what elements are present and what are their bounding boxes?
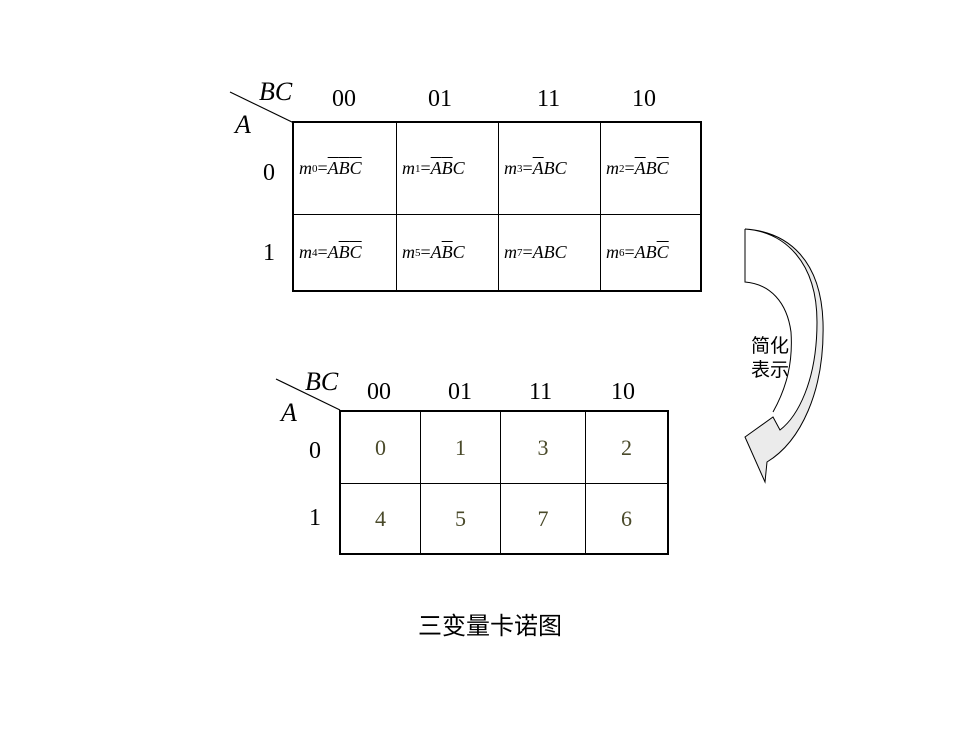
literal-C-complement: C bbox=[656, 158, 669, 178]
literal-A-complement: A bbox=[327, 158, 339, 178]
index-cell-6: 6 bbox=[621, 505, 632, 531]
literal-B-complement: B bbox=[338, 242, 350, 262]
index-cell-3: 3 bbox=[501, 412, 586, 484]
literal-A: A bbox=[634, 242, 646, 262]
bottom-map-corner-diagonal bbox=[275, 378, 341, 411]
minterm-symbol: m bbox=[299, 158, 312, 178]
arrow-label-line1: 简化 bbox=[751, 335, 790, 357]
bottom-col-header-11: 11 bbox=[529, 379, 553, 405]
index-cell-1: 1 bbox=[421, 412, 501, 484]
minterm-equals: = bbox=[317, 242, 328, 262]
minterm-index: 3 bbox=[517, 162, 523, 175]
top-map-col-var: BC bbox=[259, 77, 293, 106]
literal-C: C bbox=[452, 158, 465, 178]
bottom-col-header-00: 00 bbox=[367, 379, 391, 405]
curved-arrow-icon bbox=[744, 228, 824, 484]
minterm-equals: = bbox=[624, 242, 635, 262]
literal-A-complement: A bbox=[532, 158, 544, 178]
arrow-label: 简化 表示 bbox=[751, 334, 789, 382]
minterm-equals: = bbox=[522, 158, 533, 178]
literal-B-complement: B bbox=[338, 158, 350, 178]
literal-B: B bbox=[543, 158, 555, 178]
top-map-row-var: A bbox=[235, 110, 251, 139]
literal-C-complement: C bbox=[349, 158, 362, 178]
minterm-equals: = bbox=[624, 158, 635, 178]
minterm-symbol: m bbox=[504, 242, 517, 262]
literal-C: C bbox=[554, 242, 567, 262]
top-map-corner-diagonal bbox=[229, 91, 295, 124]
literal-A-complement: A bbox=[634, 158, 646, 178]
index-cell-5: 5 bbox=[421, 484, 501, 553]
minterm-index: 4 bbox=[312, 246, 318, 259]
minterm-symbol: m bbox=[606, 158, 619, 178]
literal-C: C bbox=[452, 242, 465, 262]
literal-A-complement: A bbox=[430, 158, 442, 178]
literal-C-complement: C bbox=[656, 242, 669, 262]
index-cell-7: 7 bbox=[501, 484, 586, 553]
minterm-index: 1 bbox=[415, 162, 421, 175]
minterm-symbol: m bbox=[504, 158, 517, 178]
bottom-col-header-10: 10 bbox=[611, 379, 635, 405]
arrow-label-line2: 表示 bbox=[751, 359, 790, 381]
index-cell-0: 0 bbox=[341, 412, 421, 484]
top-row-header-0: 0 bbox=[263, 160, 275, 186]
literal-A: A bbox=[327, 242, 339, 262]
minterm-index: 6 bbox=[619, 246, 625, 259]
index-cell-2: 2 bbox=[586, 412, 667, 484]
top-col-header-00: 00 bbox=[332, 86, 356, 112]
minterm-symbol: m bbox=[402, 242, 415, 262]
literal-A: A bbox=[430, 242, 442, 262]
literal-C: C bbox=[554, 158, 567, 178]
top-row-header-1: 1 bbox=[263, 240, 275, 266]
bottom-row-header-1: 1 bbox=[309, 505, 321, 531]
literal-B: B bbox=[543, 242, 555, 262]
figure-caption: 三变量卡诺图 bbox=[418, 612, 562, 640]
bottom-map-row-var: A bbox=[281, 398, 297, 427]
minterm-index: 0 bbox=[312, 162, 318, 175]
literal-B-complement: B bbox=[441, 158, 453, 178]
literal-B: B bbox=[645, 242, 657, 262]
literal-A: A bbox=[532, 242, 544, 262]
bottom-row-header-0: 0 bbox=[309, 438, 321, 464]
minterm-index: 5 bbox=[415, 246, 421, 259]
minterm-symbol: m bbox=[299, 242, 312, 262]
top-col-header-11: 11 bbox=[537, 86, 561, 112]
literal-B-complement: B bbox=[441, 242, 453, 262]
index-cell-4: 4 bbox=[341, 484, 421, 553]
bottom-col-header-01: 01 bbox=[448, 379, 472, 405]
minterm-symbol: m bbox=[606, 242, 619, 262]
top-col-header-10: 10 bbox=[632, 86, 656, 112]
minterm-equals: = bbox=[522, 242, 533, 262]
minterm-equals: = bbox=[420, 158, 431, 178]
minterm-index: 2 bbox=[619, 162, 625, 175]
minterm-index: 7 bbox=[517, 246, 523, 259]
bottom-map-col-var: BC bbox=[305, 367, 339, 396]
literal-C-complement: C bbox=[349, 242, 362, 262]
minterm-equals: = bbox=[420, 242, 431, 262]
top-col-header-01: 01 bbox=[428, 86, 452, 112]
minterm-equals: = bbox=[317, 158, 328, 178]
literal-B: B bbox=[645, 158, 657, 178]
minterm-symbol: m bbox=[402, 158, 415, 178]
